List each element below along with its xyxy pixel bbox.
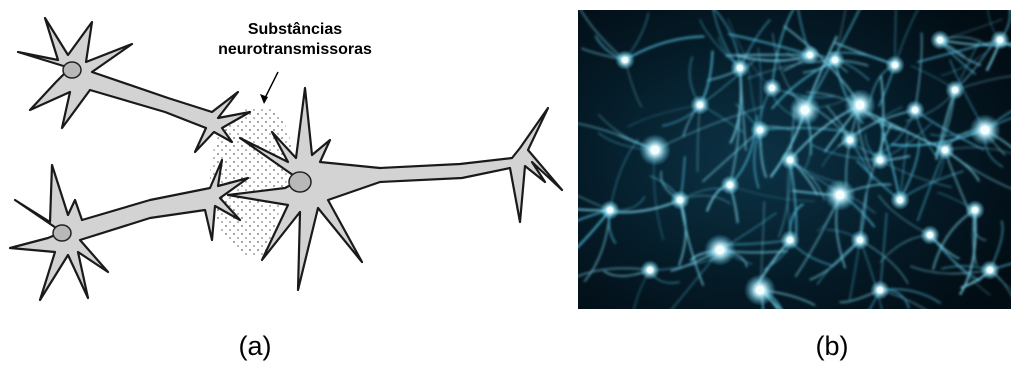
panel-a-caption: (a) (239, 331, 272, 361)
neuron-cell-body (836, 191, 845, 200)
neuron-cell-body (677, 197, 683, 203)
neuron-cell-body (607, 207, 613, 213)
neuron-cell-body (647, 267, 653, 273)
neuron-cell-body (937, 37, 943, 43)
neuron-cell-body (892, 62, 898, 68)
neuron-cell-body (981, 126, 990, 135)
neuron-cell-body (716, 246, 725, 255)
neuron-cell-body (737, 65, 743, 71)
neuron-cell-body (877, 157, 883, 163)
neuron-cell-body (927, 232, 933, 238)
neuron-cell-body (801, 106, 810, 115)
neuron-cell-body (952, 87, 958, 93)
neuron-cell-body (897, 197, 903, 203)
nucleus-bottom-left (53, 225, 71, 241)
neuron-cell-body (877, 287, 883, 293)
annotation-line-1: Substâncias (248, 21, 342, 38)
annotation-line-2: neurotransmissoras (218, 41, 372, 58)
panel-a-diagram: Substâncias neurotransmissoras (10, 18, 562, 300)
panel-b-photo (525, 0, 1020, 356)
neuron-cell-body (856, 101, 865, 110)
neuron-bottom-left (10, 160, 248, 300)
nucleus-top-left (63, 62, 81, 78)
neuron-top-left (18, 18, 250, 152)
neuron-cell-body (769, 85, 775, 91)
annotation-arrow-line (264, 72, 278, 100)
neuron-cell-body (757, 127, 763, 133)
neuron-cell-body (651, 146, 660, 155)
neuron-cell-body (756, 286, 765, 295)
neuron-cell-body (807, 52, 813, 58)
neuron-cell-body (987, 267, 993, 273)
neuron-cell-body (787, 237, 793, 243)
neuron-cell-body (832, 57, 838, 63)
neuron-cell-body (912, 107, 918, 113)
panel-b-caption: (b) (816, 331, 849, 361)
neuron-cell-body (997, 37, 1003, 43)
neuron-cell-body (847, 137, 853, 143)
nucleus-main (289, 172, 311, 192)
neuron-cell-body (787, 157, 793, 163)
neuron-cell-body (727, 182, 733, 188)
neuron-cell-body (972, 207, 978, 213)
neuron-cell-body (857, 237, 863, 243)
neuron-cell-body (622, 57, 628, 63)
neuron-cell-body (942, 147, 948, 153)
neuron-cell-body (697, 102, 703, 108)
